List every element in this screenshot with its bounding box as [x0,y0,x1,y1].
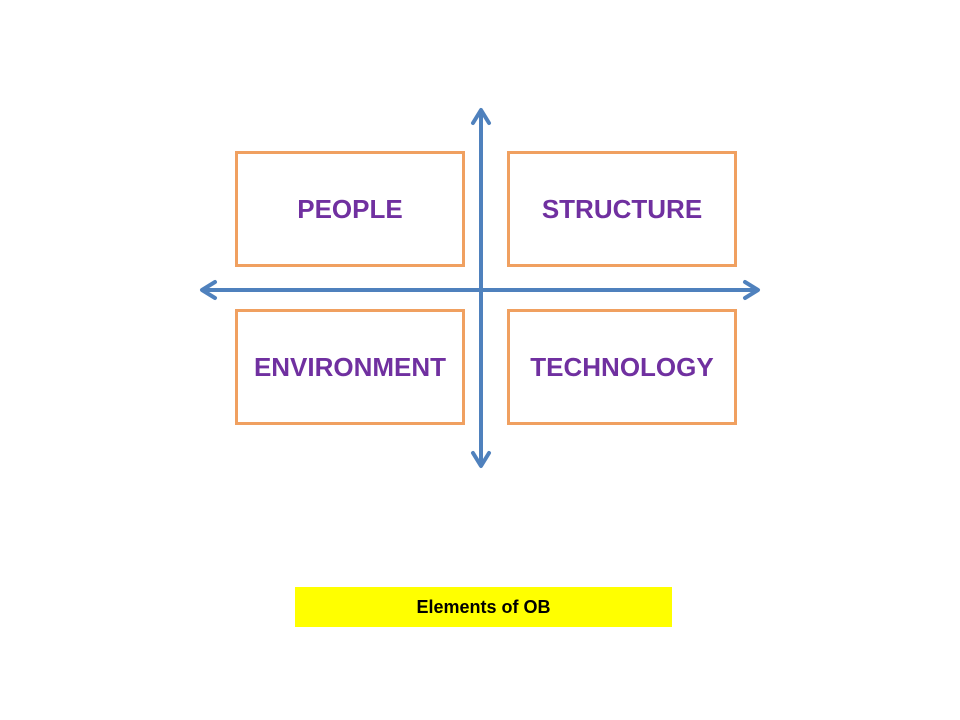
quadrant-technology: TECHNOLOGY [507,309,737,425]
quadrant-label-technology: TECHNOLOGY [530,351,714,382]
caption-box: Elements of OB [295,587,672,627]
quadrant-label-environment: ENVIRONMENT [253,351,447,382]
quadrant-structure: STRUCTURE [507,151,737,267]
quadrant-label-people: PEOPLE [297,193,403,224]
caption-text: Elements of OB [416,596,551,617]
quadrant-people: PEOPLE [235,151,465,267]
quadrant-label-structure: STRUCTURE [541,193,703,224]
horizontal-axis-arrow [200,280,760,300]
quadrant-environment: ENVIRONMENT [235,309,465,425]
vertical-axis-arrow [471,108,491,468]
